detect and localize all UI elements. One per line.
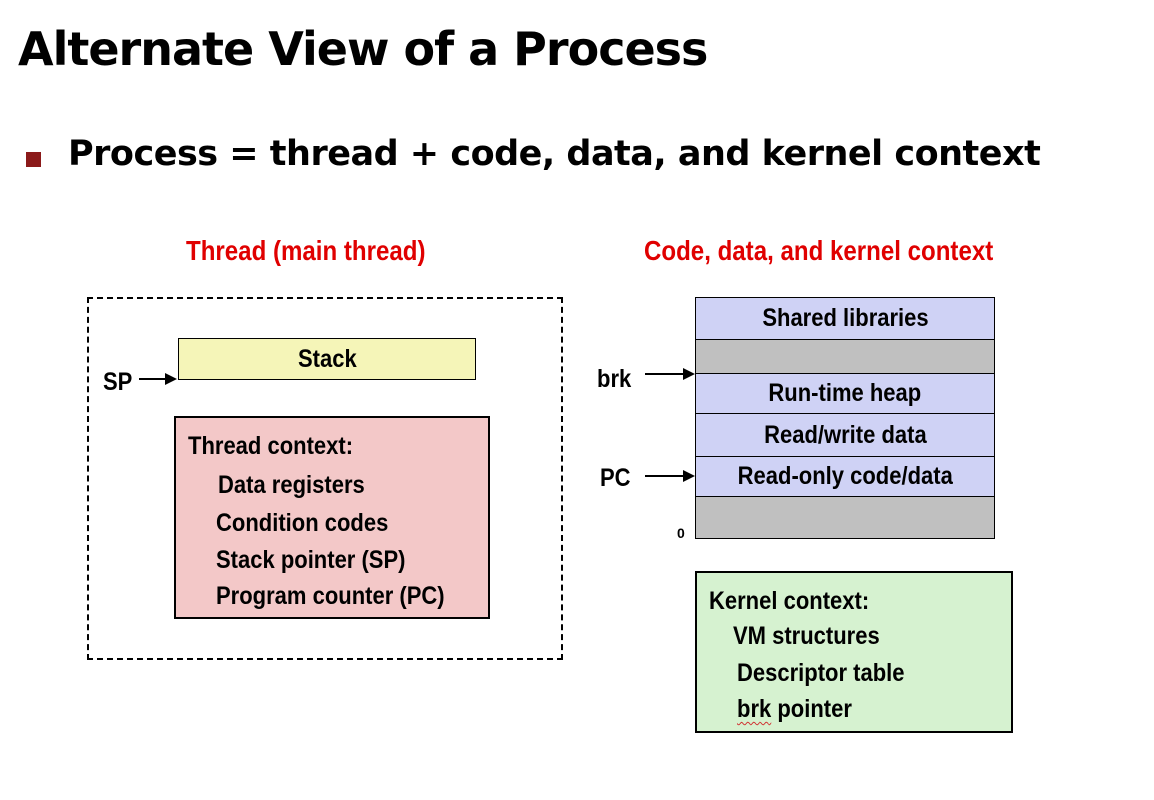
thread-context-item: Stack pointer (SP) [216, 546, 406, 574]
stack-label: Stack [297, 344, 357, 373]
memory-layout: Shared libraries Run-time heap Read/writ… [695, 297, 995, 539]
brk-arrow-icon [683, 368, 695, 380]
pc-arrow-line [645, 475, 685, 477]
kernel-context-item: brk pointer [737, 695, 852, 724]
brk-label: brk [597, 365, 632, 393]
sp-arrow-icon [165, 373, 177, 385]
thread-context-item: Data registers [218, 471, 365, 499]
kernel-context-item: VM structures [733, 622, 880, 650]
thread-dashed-box [87, 297, 563, 660]
thread-context-item: Program counter (PC) [216, 582, 445, 610]
segment-bottom [696, 497, 994, 538]
segment-shared-libraries: Shared libraries [696, 298, 994, 340]
page-title: Alternate View of a Process [18, 22, 708, 76]
segment-read-write-data: Read/write data [696, 414, 994, 457]
brk-word: brk [737, 695, 772, 723]
thread-heading: Thread (main thread) [186, 235, 426, 266]
kernel-context-title: Kernel context: [709, 587, 870, 615]
bullet-square-icon [26, 152, 41, 167]
address-zero-label: 0 [677, 525, 685, 541]
pointer-word: pointer [771, 695, 852, 723]
kernel-context-item: Descriptor table [737, 659, 905, 687]
bullet-text: Process = thread + code, data, and kerne… [68, 134, 1041, 174]
segment-gap [696, 340, 994, 374]
thread-context-title: Thread context: [188, 432, 354, 460]
brk-arrow-line [645, 373, 685, 375]
stack-box: Stack [178, 338, 476, 380]
code-heading: Code, data, and kernel context [644, 235, 994, 266]
segment-read-only-code: Read-only code/data [696, 457, 994, 497]
pc-label: PC [600, 464, 631, 492]
pc-arrow-icon [683, 470, 695, 482]
thread-context-item: Condition codes [216, 509, 389, 537]
thread-context-box: Thread context: Data registers Condition… [174, 416, 490, 619]
segment-runtime-heap: Run-time heap [696, 374, 994, 414]
kernel-context-box: Kernel context: VM structures Descriptor… [695, 571, 1013, 733]
sp-arrow-line [139, 378, 167, 380]
sp-label: SP [103, 368, 133, 396]
